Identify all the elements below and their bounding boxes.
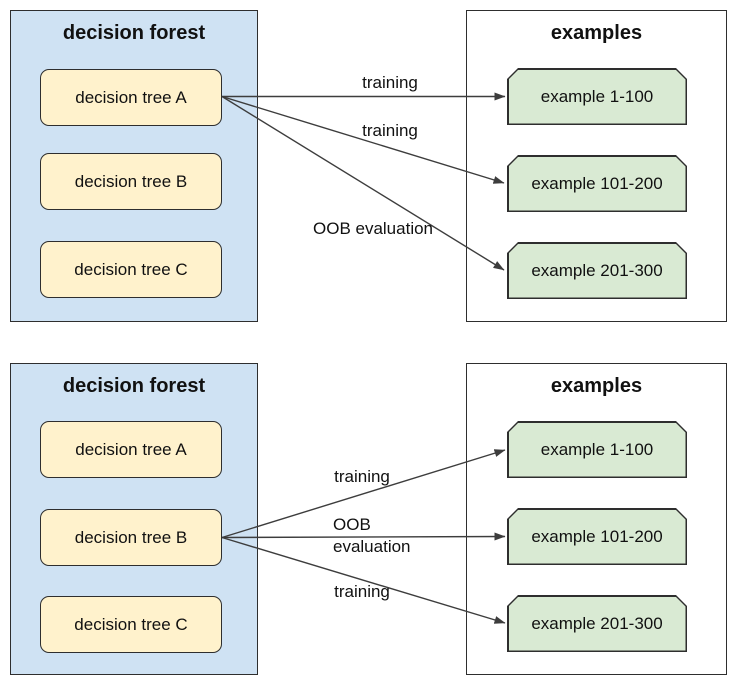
panel1-tree-b-label: decision tree B (74, 171, 188, 191)
panel1-forest-title: decision forest (62, 22, 206, 44)
panel2-tree-c-node: decision tree C (40, 596, 222, 653)
panel2-example-3-node: example 201-300 (507, 595, 687, 652)
panel2-forest-title: decision forest (62, 375, 206, 397)
panel1-example-1-node: example 1-100 (507, 68, 687, 125)
panel1-example-3-node: example 201-300 (507, 242, 687, 299)
panel1-tree-b-node: decision tree B (40, 153, 222, 210)
panel1-arrow-label-training-2: training (362, 121, 418, 140)
panel2-tree-b-node: decision tree B (40, 509, 222, 566)
panel1-example-1-label: example 1-100 (540, 86, 654, 106)
panel1-arrow-label-training-1: training (362, 73, 418, 92)
panel1-tree-c-node: decision tree C (40, 241, 222, 298)
panel1-arrow-label-oob-evaluation: OOB evaluation (312, 219, 434, 238)
panel1-examples-title: examples (550, 22, 643, 44)
panel2-example-2-node: example 101-200 (507, 508, 687, 565)
panel2-arrow-label-training-2: training (334, 582, 390, 601)
panel2-tree-a-label: decision tree A (75, 439, 187, 459)
panel2-examples-title: examples (550, 375, 643, 397)
panel1-example-2-label: example 101-200 (531, 173, 663, 193)
panel2-example-1-node: example 1-100 (507, 421, 687, 478)
panel2-tree-b-label: decision tree B (74, 527, 188, 547)
panel1-tree-a-label: decision tree A (75, 87, 187, 107)
panel2-example-1-label: example 1-100 (540, 439, 654, 459)
panel2-arrow-label-training-1: training (334, 467, 390, 486)
panel2-example-3-label: example 201-300 (531, 613, 663, 633)
panel2-arrow-label-oob-evaluation: OOB evaluation (333, 515, 411, 556)
panel1-example-2-node: example 101-200 (507, 155, 687, 212)
panel2-tree-a-node: decision tree A (40, 421, 222, 478)
panel2-example-2-label: example 101-200 (531, 526, 663, 546)
panel1-example-3-label: example 201-300 (531, 260, 663, 280)
panel1-tree-c-label: decision tree C (74, 259, 188, 279)
panel1-tree-a-node: decision tree A (40, 69, 222, 126)
panel2-tree-c-label: decision tree C (74, 614, 188, 634)
